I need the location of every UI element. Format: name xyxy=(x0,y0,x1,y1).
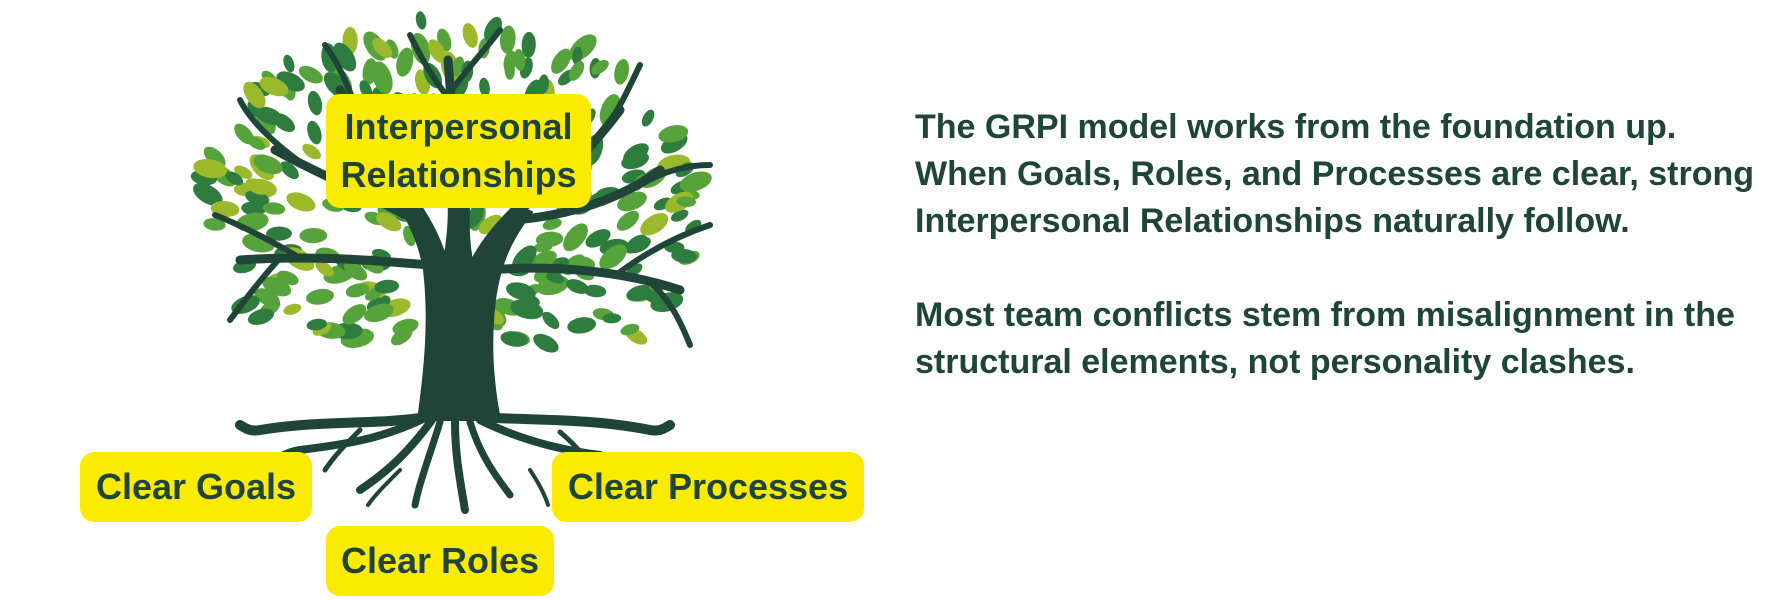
leaf xyxy=(396,47,414,77)
leaf xyxy=(566,279,589,294)
leaf xyxy=(602,313,622,324)
leaf xyxy=(283,303,302,315)
leaf xyxy=(225,171,244,186)
leaf xyxy=(203,218,226,231)
leaf xyxy=(255,154,276,169)
leaf xyxy=(247,308,274,325)
leaf xyxy=(625,234,648,254)
leaf xyxy=(315,260,334,277)
leaf xyxy=(245,178,271,195)
leaf xyxy=(364,303,394,323)
leaf xyxy=(621,151,649,170)
interpersonal-label-line1: Interpersonal xyxy=(344,106,573,147)
clear-roles-label: Clear Roles xyxy=(326,526,554,596)
leaf xyxy=(286,192,316,212)
leaf xyxy=(247,136,266,150)
leaf xyxy=(591,59,609,75)
interpersonal-relationships-label: Interpersonal Relationships xyxy=(326,94,591,208)
leaf xyxy=(569,61,585,81)
leaf xyxy=(542,218,562,230)
leaf xyxy=(676,196,696,207)
leaf xyxy=(280,161,299,179)
leaf xyxy=(376,212,402,232)
description-paragraph-1: The GRPI model works from the foundation… xyxy=(915,108,1754,240)
leaf xyxy=(342,304,367,325)
leaf xyxy=(266,226,292,241)
leaf xyxy=(546,272,565,284)
leaf xyxy=(542,311,560,329)
leaf xyxy=(479,77,490,97)
description-text: The GRPI model works from the foundation… xyxy=(915,104,1755,433)
leaf xyxy=(374,279,400,294)
leaf xyxy=(451,56,464,77)
leaf xyxy=(504,61,515,80)
leaf xyxy=(307,120,322,145)
leaf xyxy=(583,284,607,298)
leaf xyxy=(510,299,544,320)
leaf xyxy=(193,182,223,206)
leaf xyxy=(500,331,528,347)
leaf xyxy=(254,106,283,125)
leaf xyxy=(620,323,640,336)
leaf xyxy=(671,248,697,264)
leaf xyxy=(259,76,289,97)
leaf xyxy=(262,276,292,297)
leaf xyxy=(614,58,630,85)
leaf xyxy=(298,65,323,84)
leaf xyxy=(670,209,689,222)
leaf xyxy=(535,231,564,247)
leaf xyxy=(345,283,370,298)
leaf xyxy=(415,11,427,30)
leaf xyxy=(462,23,478,48)
clear-goals-label: Clear Goals xyxy=(80,452,312,522)
leaf xyxy=(551,48,572,74)
leaf xyxy=(262,202,286,215)
leaf xyxy=(478,214,503,235)
grpi-tree-diagram: Interpersonal Relationships Clear Goals … xyxy=(80,11,864,596)
leaf xyxy=(513,49,526,71)
leaf xyxy=(333,42,357,72)
leaf xyxy=(641,109,655,127)
leaf xyxy=(392,318,419,335)
leaf xyxy=(626,284,654,302)
leaf xyxy=(283,54,295,73)
clear-processes-label: Clear Processes xyxy=(552,452,864,522)
leaf xyxy=(500,25,516,54)
leaf xyxy=(372,61,393,95)
leaf xyxy=(343,261,368,281)
interpersonal-label-line2: Relationships xyxy=(340,154,577,195)
leaf xyxy=(567,317,597,334)
leaf xyxy=(299,227,328,244)
leaf xyxy=(372,38,393,58)
leaf xyxy=(533,333,559,353)
leaf xyxy=(572,46,583,65)
leaf xyxy=(306,318,328,331)
leaf xyxy=(563,223,588,252)
leaf xyxy=(679,171,712,192)
leaf xyxy=(193,158,228,179)
leaf xyxy=(307,90,323,116)
leaf xyxy=(302,143,321,160)
leaf xyxy=(243,81,266,109)
leaf xyxy=(521,31,536,58)
leaf xyxy=(640,213,669,236)
leaf xyxy=(306,288,334,305)
leaf xyxy=(658,125,689,143)
leaf xyxy=(616,210,640,231)
leaf xyxy=(599,244,627,270)
description-paragraph-2: Most team conflicts stem from misalignme… xyxy=(915,296,1735,381)
